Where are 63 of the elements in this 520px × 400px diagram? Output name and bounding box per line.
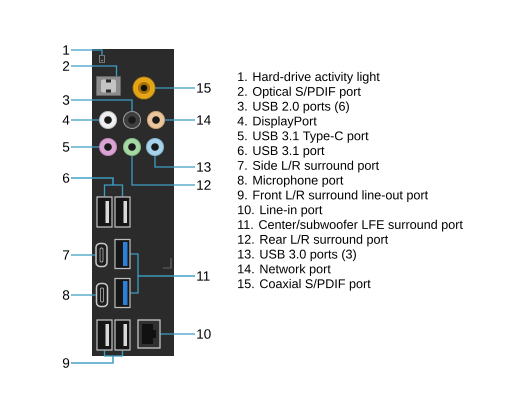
network-port — [137, 319, 161, 349]
callout-number: 7 — [62, 250, 70, 260]
callout-number: 3 — [62, 95, 70, 105]
audio-jack — [146, 138, 164, 156]
leader-line — [71, 254, 96, 256]
leader-line — [71, 146, 99, 148]
callout-number: 8 — [62, 290, 70, 300]
leader-line — [71, 49, 103, 56]
list-item: 14. Network port — [238, 264, 331, 276]
list-item: 8. Microphone port — [238, 175, 344, 188]
list-item: 2. Optical S/PDIF port — [238, 86, 361, 98]
leader-line — [154, 156, 195, 168]
list-item: 1. Hard-drive activity light — [238, 72, 380, 84]
list-item: 13. USB 3.0 ports (3) — [238, 249, 356, 262]
list-item: 4. DisplayPort — [237, 116, 317, 128]
callout-number: 5 — [62, 142, 70, 152]
callout-number: 15 — [197, 83, 211, 93]
audio-jack — [99, 138, 117, 156]
callout-number: 6 — [62, 173, 70, 183]
usb-port — [96, 196, 113, 228]
leader-line — [155, 87, 195, 89]
list-item: 11. Center/subwoofer LFE surround port — [238, 220, 463, 232]
list-item: 7. Side L/R surround port — [238, 160, 380, 172]
leader-line — [71, 177, 124, 196]
usb-port — [96, 319, 113, 351]
list-item: 10. Line-in port — [238, 204, 322, 217]
leader-line — [71, 350, 124, 364]
list-item: 12. Rear L/R surround port — [238, 234, 388, 246]
usb-port — [114, 196, 131, 228]
coaxial-jack — [132, 76, 156, 100]
leader-line — [130, 275, 195, 294]
callout-number: 14 — [197, 115, 211, 125]
callout-number: 9 — [62, 358, 70, 368]
usb-c-port — [96, 282, 108, 308]
usb-port — [114, 238, 131, 270]
audio-jack — [99, 111, 117, 129]
audio-jack — [147, 111, 165, 129]
activity-light — [99, 55, 105, 63]
leader-line — [160, 333, 195, 335]
callout-number: 13 — [197, 162, 211, 172]
leader-line — [71, 294, 96, 296]
callout-number: 10 — [197, 329, 211, 339]
list-item: 3. USB 2.0 ports (6) — [238, 101, 349, 114]
usb-c-port — [95, 242, 108, 268]
audio-jack — [123, 138, 141, 156]
list-item: 6. USB 3.1 port — [238, 146, 324, 158]
usb-port — [114, 278, 131, 308]
callout-number: 4 — [62, 115, 70, 125]
list-item: 15. Coaxial S/PDIF port — [238, 278, 371, 291]
leader-line — [71, 99, 133, 111]
audio-jack — [123, 111, 141, 129]
optical-port — [96, 76, 121, 96]
usb-port — [114, 319, 131, 351]
leader-line — [71, 65, 118, 76]
callout-number: 1 — [63, 45, 70, 55]
callout-number: 2 — [62, 61, 70, 71]
leader-line — [131, 156, 195, 186]
callout-number: 12 — [197, 180, 211, 190]
leader-line — [71, 119, 99, 121]
callout-number: 11 — [197, 271, 210, 281]
list-item: 9. Front L/R surround line-out port — [238, 190, 428, 202]
leader-line — [165, 119, 195, 121]
list-item: 5. USB 3.1 Type-C port — [238, 131, 368, 143]
